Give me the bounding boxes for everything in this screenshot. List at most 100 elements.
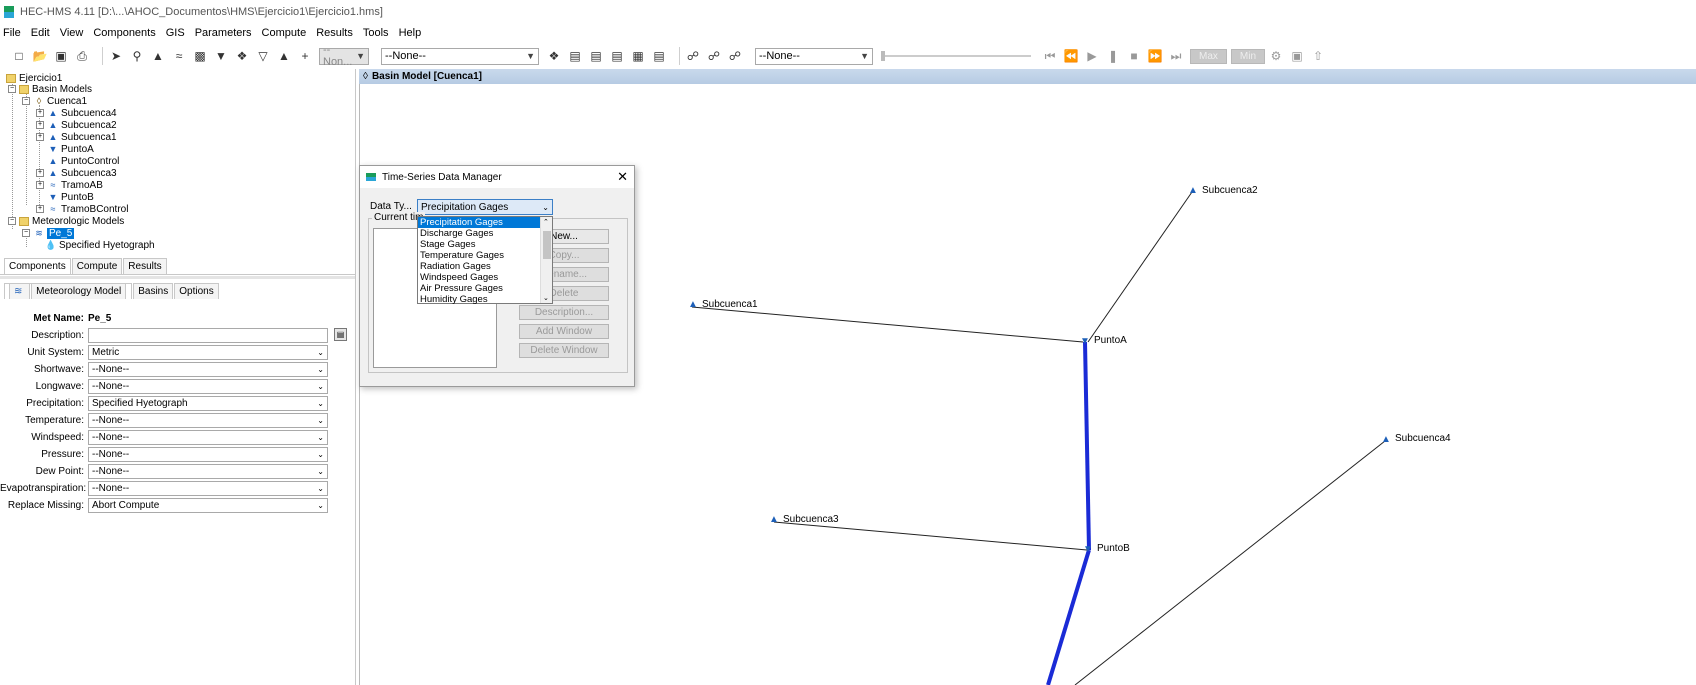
scroll-down-icon[interactable]: ⌄ xyxy=(543,295,549,302)
windspeed-select[interactable]: --None--⌄ xyxy=(88,430,328,445)
reservoir-tool-icon[interactable]: ▩ xyxy=(194,49,206,63)
tab-options[interactable]: Options xyxy=(174,283,219,299)
new-file-icon[interactable]: □ xyxy=(15,49,23,63)
print-icon[interactable]: ⎙ xyxy=(77,48,87,63)
play-icon[interactable]: ▶ xyxy=(1087,49,1097,63)
scrollbar-thumb[interactable] xyxy=(543,231,551,259)
tree-item-subcuenca4[interactable]: + ▲ Subcuenca4 xyxy=(36,107,117,119)
comparison-icon[interactable]: ▤ xyxy=(653,49,665,63)
pause-icon[interactable]: ❚ xyxy=(1107,49,1119,63)
collapse-icon[interactable]: − xyxy=(8,217,16,225)
tree-root[interactable]: Ejercicio1 xyxy=(6,72,62,84)
dialog-title-bar[interactable]: Time-Series Data Manager xyxy=(360,166,634,188)
unit-system-select[interactable]: Metric⌄ xyxy=(88,345,328,360)
arrow-select-icon[interactable]: ➤ xyxy=(110,49,122,63)
subbasin-icon[interactable]: ▲ xyxy=(688,298,698,310)
tab-meteorology-model[interactable]: ≋ Meteorology Model xyxy=(4,283,133,299)
dropdown-option[interactable]: Air Pressure Gages xyxy=(420,283,503,294)
camera-icon[interactable]: ▣ xyxy=(1291,49,1303,63)
menu-results[interactable]: Results xyxy=(316,27,353,39)
data-type-select[interactable]: Precipitation Gages⌄ xyxy=(417,199,553,215)
precipitation-select[interactable]: Specified Hyetograph⌄ xyxy=(88,396,328,411)
open-folder-icon[interactable]: 📂 xyxy=(32,49,48,63)
longwave-select[interactable]: --None--⌄ xyxy=(88,379,328,394)
table-icon[interactable]: ▦ xyxy=(632,49,644,63)
tree-basin[interactable]: − ◊ Cuenca1 xyxy=(22,95,87,107)
sink-tool-icon[interactable]: ▲ xyxy=(278,49,290,63)
data-type-dropdown-list[interactable]: Precipitation Gages Discharge Gages Stag… xyxy=(417,216,553,305)
expand-icon[interactable]: + xyxy=(36,133,44,141)
dropdown-option[interactable]: Radiation Gages xyxy=(420,261,491,272)
collapse-icon[interactable]: − xyxy=(22,229,30,237)
menu-edit[interactable]: Edit xyxy=(30,27,50,39)
menu-components[interactable]: Components xyxy=(93,27,156,39)
dropdown-scrollbar[interactable]: ⌃ ⌄ xyxy=(540,217,552,303)
expand-icon[interactable]: + xyxy=(36,205,44,213)
junction-tool-icon[interactable]: ▼ xyxy=(215,49,227,63)
run-select[interactable]: --None--▼ xyxy=(381,47,539,65)
prev-frame-icon[interactable]: ⏪ xyxy=(1063,49,1079,63)
add-icon[interactable]: + xyxy=(301,49,309,63)
globe-icon[interactable]: ☍ xyxy=(686,49,700,63)
subbasin-tool-icon[interactable]: ▲ xyxy=(152,49,164,63)
expand-icon[interactable]: + xyxy=(36,121,44,129)
dew-point-select[interactable]: --None--⌄ xyxy=(88,464,328,479)
description-edit-icon[interactable]: ▤ xyxy=(334,328,347,341)
scroll-up-icon[interactable]: ⌃ xyxy=(543,219,549,226)
subbasin-icon[interactable]: ▲ xyxy=(769,513,779,525)
menu-gis[interactable]: GIS xyxy=(165,27,185,39)
description-input[interactable] xyxy=(88,328,328,343)
tab-compute[interactable]: Compute xyxy=(71,258,123,274)
save-icon[interactable]: ▣ xyxy=(55,49,67,63)
expand-icon[interactable]: + xyxy=(36,109,44,117)
results-table-icon[interactable]: ▤ xyxy=(569,49,581,63)
reach-tool-icon[interactable]: ≈ xyxy=(175,49,183,63)
shortwave-select[interactable]: --None--⌄ xyxy=(88,362,328,377)
pressure-select[interactable]: --None--⌄ xyxy=(88,447,328,462)
description-button[interactable]: Description... xyxy=(519,305,609,320)
expand-icon[interactable]: + xyxy=(36,169,44,177)
dropdown-option[interactable]: Discharge Gages xyxy=(420,228,494,239)
stop-icon[interactable]: ■ xyxy=(1130,49,1138,63)
evapotranspiration-select[interactable]: --None--⌄ xyxy=(88,481,328,496)
add-window-button[interactable]: Add Window xyxy=(519,324,609,339)
gear-icon[interactable]: ⚙ xyxy=(1270,49,1282,63)
subbasin-icon[interactable]: ▲ xyxy=(1188,184,1198,196)
element-type-select[interactable]: --Non...▼ xyxy=(319,44,369,68)
subbasin-icon[interactable]: ▲ xyxy=(1381,433,1391,445)
tab-basins[interactable]: Basins xyxy=(133,283,174,299)
menu-compute[interactable]: Compute xyxy=(261,27,307,39)
source-tool-icon[interactable]: ▽ xyxy=(258,49,268,63)
tab-results[interactable]: Results xyxy=(123,258,167,274)
zoom-icon[interactable]: ⚲ xyxy=(132,49,142,63)
tree-item-hyetograph[interactable]: 💧 Specified Hyetograph xyxy=(45,239,154,251)
dropdown-option[interactable]: Humidity Gages xyxy=(420,294,488,305)
junction-icon[interactable]: ▼ xyxy=(1080,335,1090,347)
splitter[interactable] xyxy=(0,276,355,279)
tree-item-puntob[interactable]: ▼ PuntoB xyxy=(47,191,94,203)
close-icon[interactable]: ✕ xyxy=(617,169,628,184)
basin-model-window-title[interactable]: ◊ Basin Model [Cuenca1] xyxy=(359,69,1696,84)
collapse-icon[interactable]: − xyxy=(22,97,30,105)
max-button[interactable]: Max xyxy=(1190,48,1227,64)
tree-item-tramoab[interactable]: + ≈ TramoAB xyxy=(36,179,103,191)
globe-zoom-icon[interactable]: ☍ xyxy=(707,49,721,63)
tree-item-puntoa[interactable]: ▼ PuntoA xyxy=(47,143,94,155)
menu-help[interactable]: Help xyxy=(398,27,422,39)
expand-icon[interactable]: + xyxy=(36,181,44,189)
tree-item-tramobcontrol[interactable]: + ≈ TramoBControl xyxy=(36,203,128,215)
first-frame-icon[interactable]: ⏮ xyxy=(1044,48,1056,63)
last-frame-icon[interactable]: ⏭ xyxy=(1170,48,1182,63)
results-graph-icon[interactable]: ▤ xyxy=(590,49,602,63)
menu-tools[interactable]: Tools xyxy=(362,27,389,39)
animation-select[interactable]: --None--▼ xyxy=(755,47,873,65)
tree-item-subcuenca3[interactable]: + ▲ Subcuenca3 xyxy=(36,167,117,179)
junction-icon[interactable]: ▼ xyxy=(1083,543,1093,555)
dropdown-option[interactable]: Precipitation Gages xyxy=(418,217,552,228)
globe-grid-icon[interactable]: ☍ xyxy=(728,49,742,63)
tree-met-models[interactable]: − Meteorologic Models xyxy=(8,215,124,227)
tree-item-puntocontrol[interactable]: ▲ PuntoControl xyxy=(47,155,120,167)
min-button[interactable]: Min xyxy=(1230,48,1266,64)
time-slider[interactable] xyxy=(881,51,1031,61)
compute-icon[interactable]: ❖ xyxy=(548,49,560,63)
